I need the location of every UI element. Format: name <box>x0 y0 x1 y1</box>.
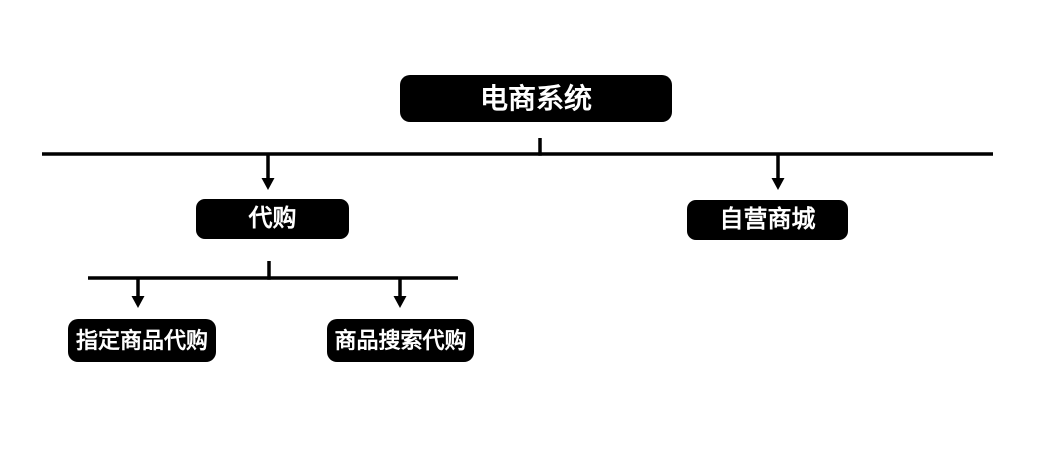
node-ecommerce-system: 电商系统 <box>400 75 672 122</box>
connector-arrow-search-head <box>393 296 407 308</box>
connector-arrow-selfmall-head <box>771 178 785 190</box>
node-designated-product-daigou: 指定商品代购 <box>68 319 216 362</box>
node-product-search-daigou: 商品搜索代购 <box>327 319 474 362</box>
node-self-operated-mall: 自营商城 <box>687 200 848 240</box>
connector-arrow-daigou-head <box>261 178 275 190</box>
node-daigou: 代购 <box>196 199 349 239</box>
connector-arrow-designated-head <box>131 296 145 308</box>
